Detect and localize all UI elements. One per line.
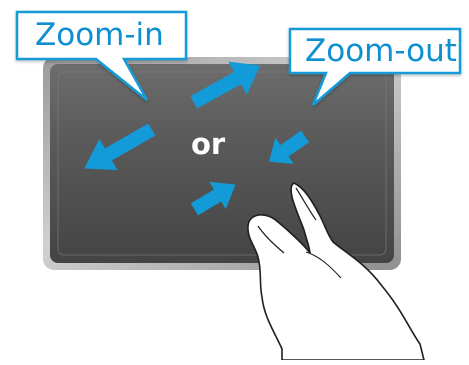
zoom-out-label: Zoom-out xyxy=(305,36,457,67)
or-label: or xyxy=(191,130,225,159)
zoom-in-label: Zoom-in xyxy=(35,20,164,51)
